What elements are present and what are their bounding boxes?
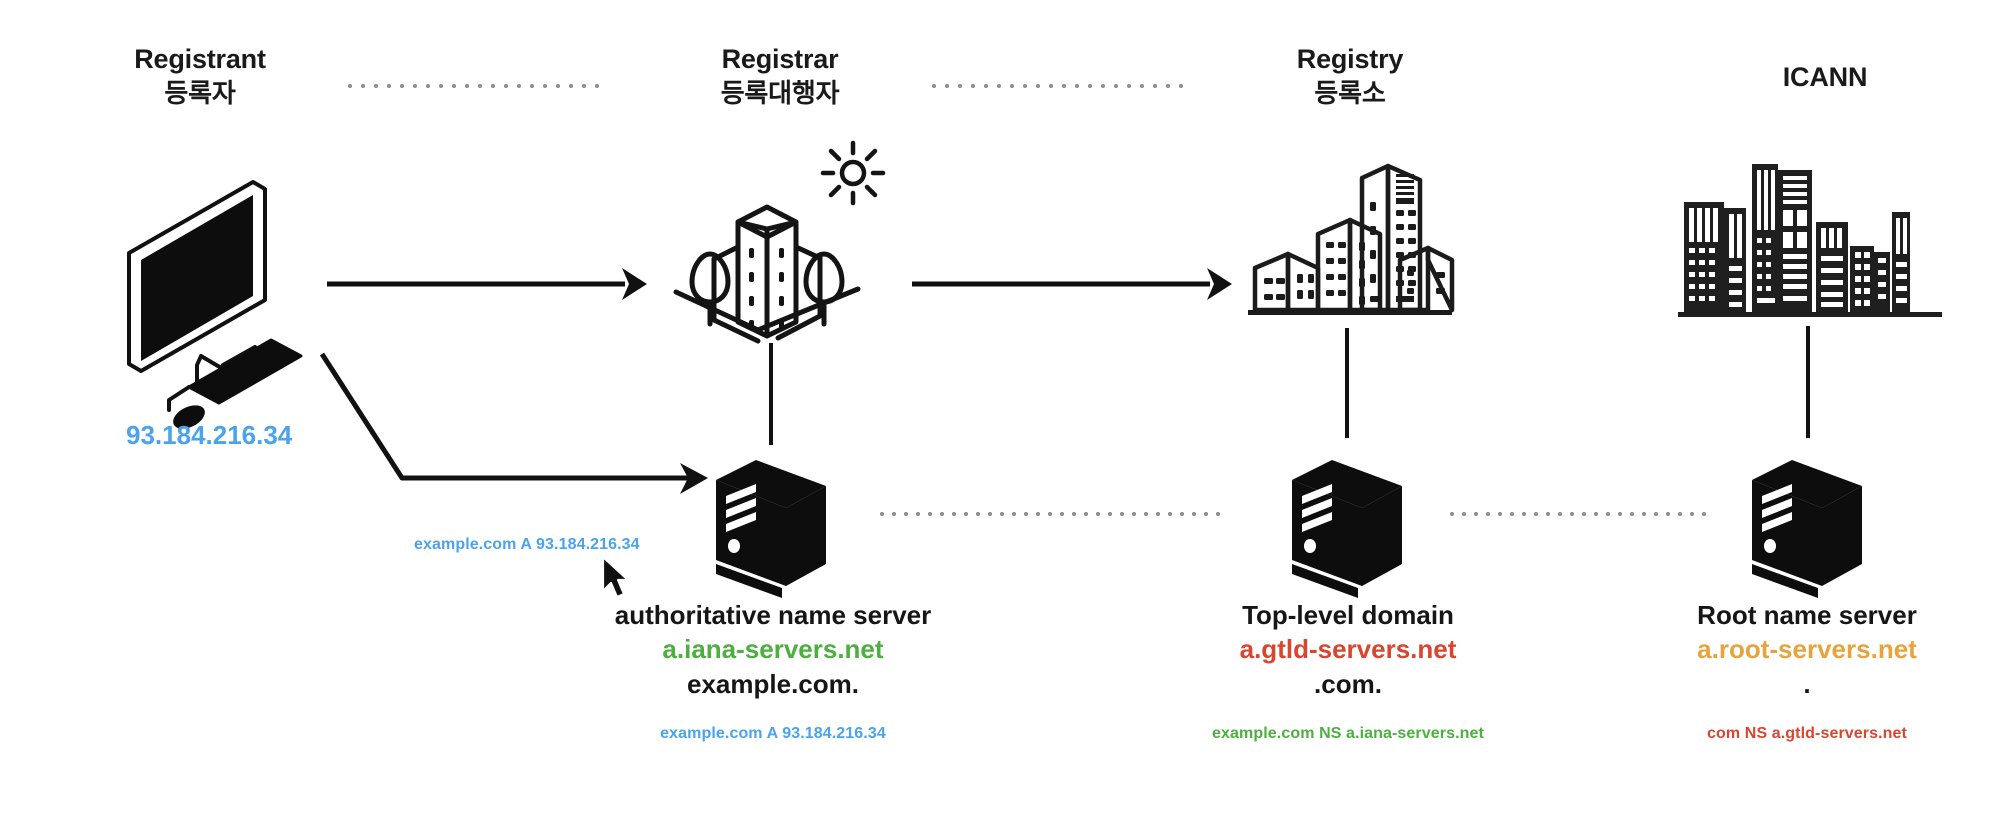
column-heading-registrant-en: Registrant: [134, 44, 266, 74]
mouse-pointer-icon: [600, 555, 634, 601]
column-heading-registry-en: Registry: [1296, 44, 1404, 74]
tld-title: Top-level domain: [1242, 600, 1454, 630]
vertical-line-registrar: [769, 343, 773, 445]
dotted-separator-top-right: [932, 84, 1204, 89]
dotted-separator-bottom-left: [880, 512, 1235, 517]
dotted-separator-top-left: [348, 84, 618, 89]
column-heading-registrant-kr: 등록자: [164, 78, 236, 109]
registrant-ip-address: 93.184.216.34: [126, 420, 293, 450]
arrow-registrar-to-registry: [910, 262, 1240, 306]
column-heading-registrar: Registrar 등록대행자: [640, 42, 920, 111]
column-heading-registry-kr: 등록소: [1314, 78, 1386, 109]
root-hostname: a.root-servers.net: [1697, 634, 1917, 665]
server-tower-icon-tld: [1288, 452, 1406, 598]
column-heading-registry: Registry 등록소: [1210, 42, 1490, 111]
city-skyline-icon: [1240, 150, 1455, 322]
dense-city-skyline-icon: [1678, 150, 1942, 318]
node-label-tld: Top-level domain a.gtld-servers.net .com…: [1148, 598, 1548, 701]
root-title: Root name server: [1697, 600, 1917, 630]
column-heading-registrar-en: Registrar: [721, 44, 839, 74]
authoritative-title: authoritative name server: [614, 600, 932, 630]
vertical-line-registry: [1345, 328, 1349, 438]
root-record: com NS a.gtld-servers.net: [1707, 725, 1907, 742]
authoritative-hostname: a.iana-servers.net: [662, 634, 884, 665]
tld-record: example.com NS a.iana-servers.net: [1212, 725, 1484, 742]
dotted-separator-bottom-right: [1450, 512, 1720, 517]
root-zone: .: [1803, 668, 1811, 699]
column-heading-registrar-kr: 등록대행자: [720, 78, 840, 109]
vertical-line-icann: [1806, 326, 1810, 438]
authoritative-record: example.com A 93.184.216.34: [660, 725, 886, 742]
column-heading-icann-en: ICANN: [1782, 62, 1868, 92]
server-tower-icon-root: [1748, 452, 1866, 598]
elbow-arrow-registrant-to-authoritative: [319, 352, 720, 494]
server-tower-icon-authoritative: [712, 452, 830, 598]
sun-icon: [820, 140, 886, 206]
column-heading-icann: ICANN: [1660, 60, 1990, 95]
node-label-authoritative: authoritative name server a.iana-servers…: [573, 598, 973, 701]
tld-zone: .com.: [1314, 668, 1382, 699]
tld-hostname: a.gtld-servers.net: [1239, 634, 1457, 665]
registrant-query-label: example.com A 93.184.216.34: [414, 536, 640, 553]
arrow-registrant-to-registrar: [325, 262, 655, 306]
node-label-root: Root name server a.root-servers.net .: [1607, 598, 1995, 701]
office-building-icon: [672, 178, 862, 344]
authoritative-zone: example.com.: [687, 668, 859, 699]
column-heading-registrant: Registrant 등록자: [60, 42, 340, 111]
desktop-computer-icon: [105, 160, 355, 429]
